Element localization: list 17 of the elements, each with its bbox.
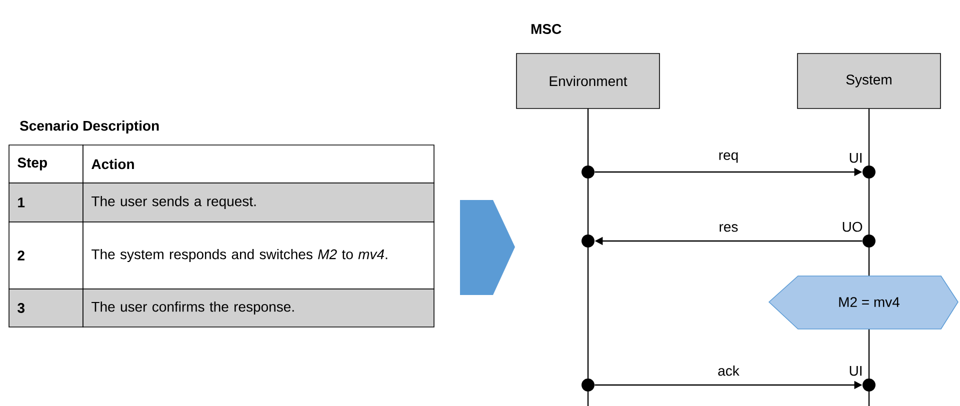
edge-label: ack bbox=[718, 366, 740, 376]
edge-label: req bbox=[719, 152, 738, 163]
message-dot bbox=[582, 378, 594, 392]
table-cell: 1 bbox=[8, 182, 84, 222]
table-cell: 3 bbox=[8, 288, 84, 328]
message-dot bbox=[862, 234, 876, 248]
port-label: UO bbox=[842, 222, 862, 232]
port-label: UI bbox=[850, 153, 862, 163]
table-header-cell: Step bbox=[8, 144, 84, 184]
lifeline-head-box: Environment bbox=[516, 53, 660, 109]
edge-label: res bbox=[720, 224, 738, 232]
port-label: UI bbox=[850, 366, 862, 376]
table-title: Scenario Description bbox=[20, 120, 159, 134]
diagram-title: MSC bbox=[531, 24, 562, 34]
message-dot bbox=[582, 166, 594, 178]
table-cell: 2 bbox=[8, 222, 84, 290]
lifeline-head-box: System bbox=[797, 53, 941, 109]
